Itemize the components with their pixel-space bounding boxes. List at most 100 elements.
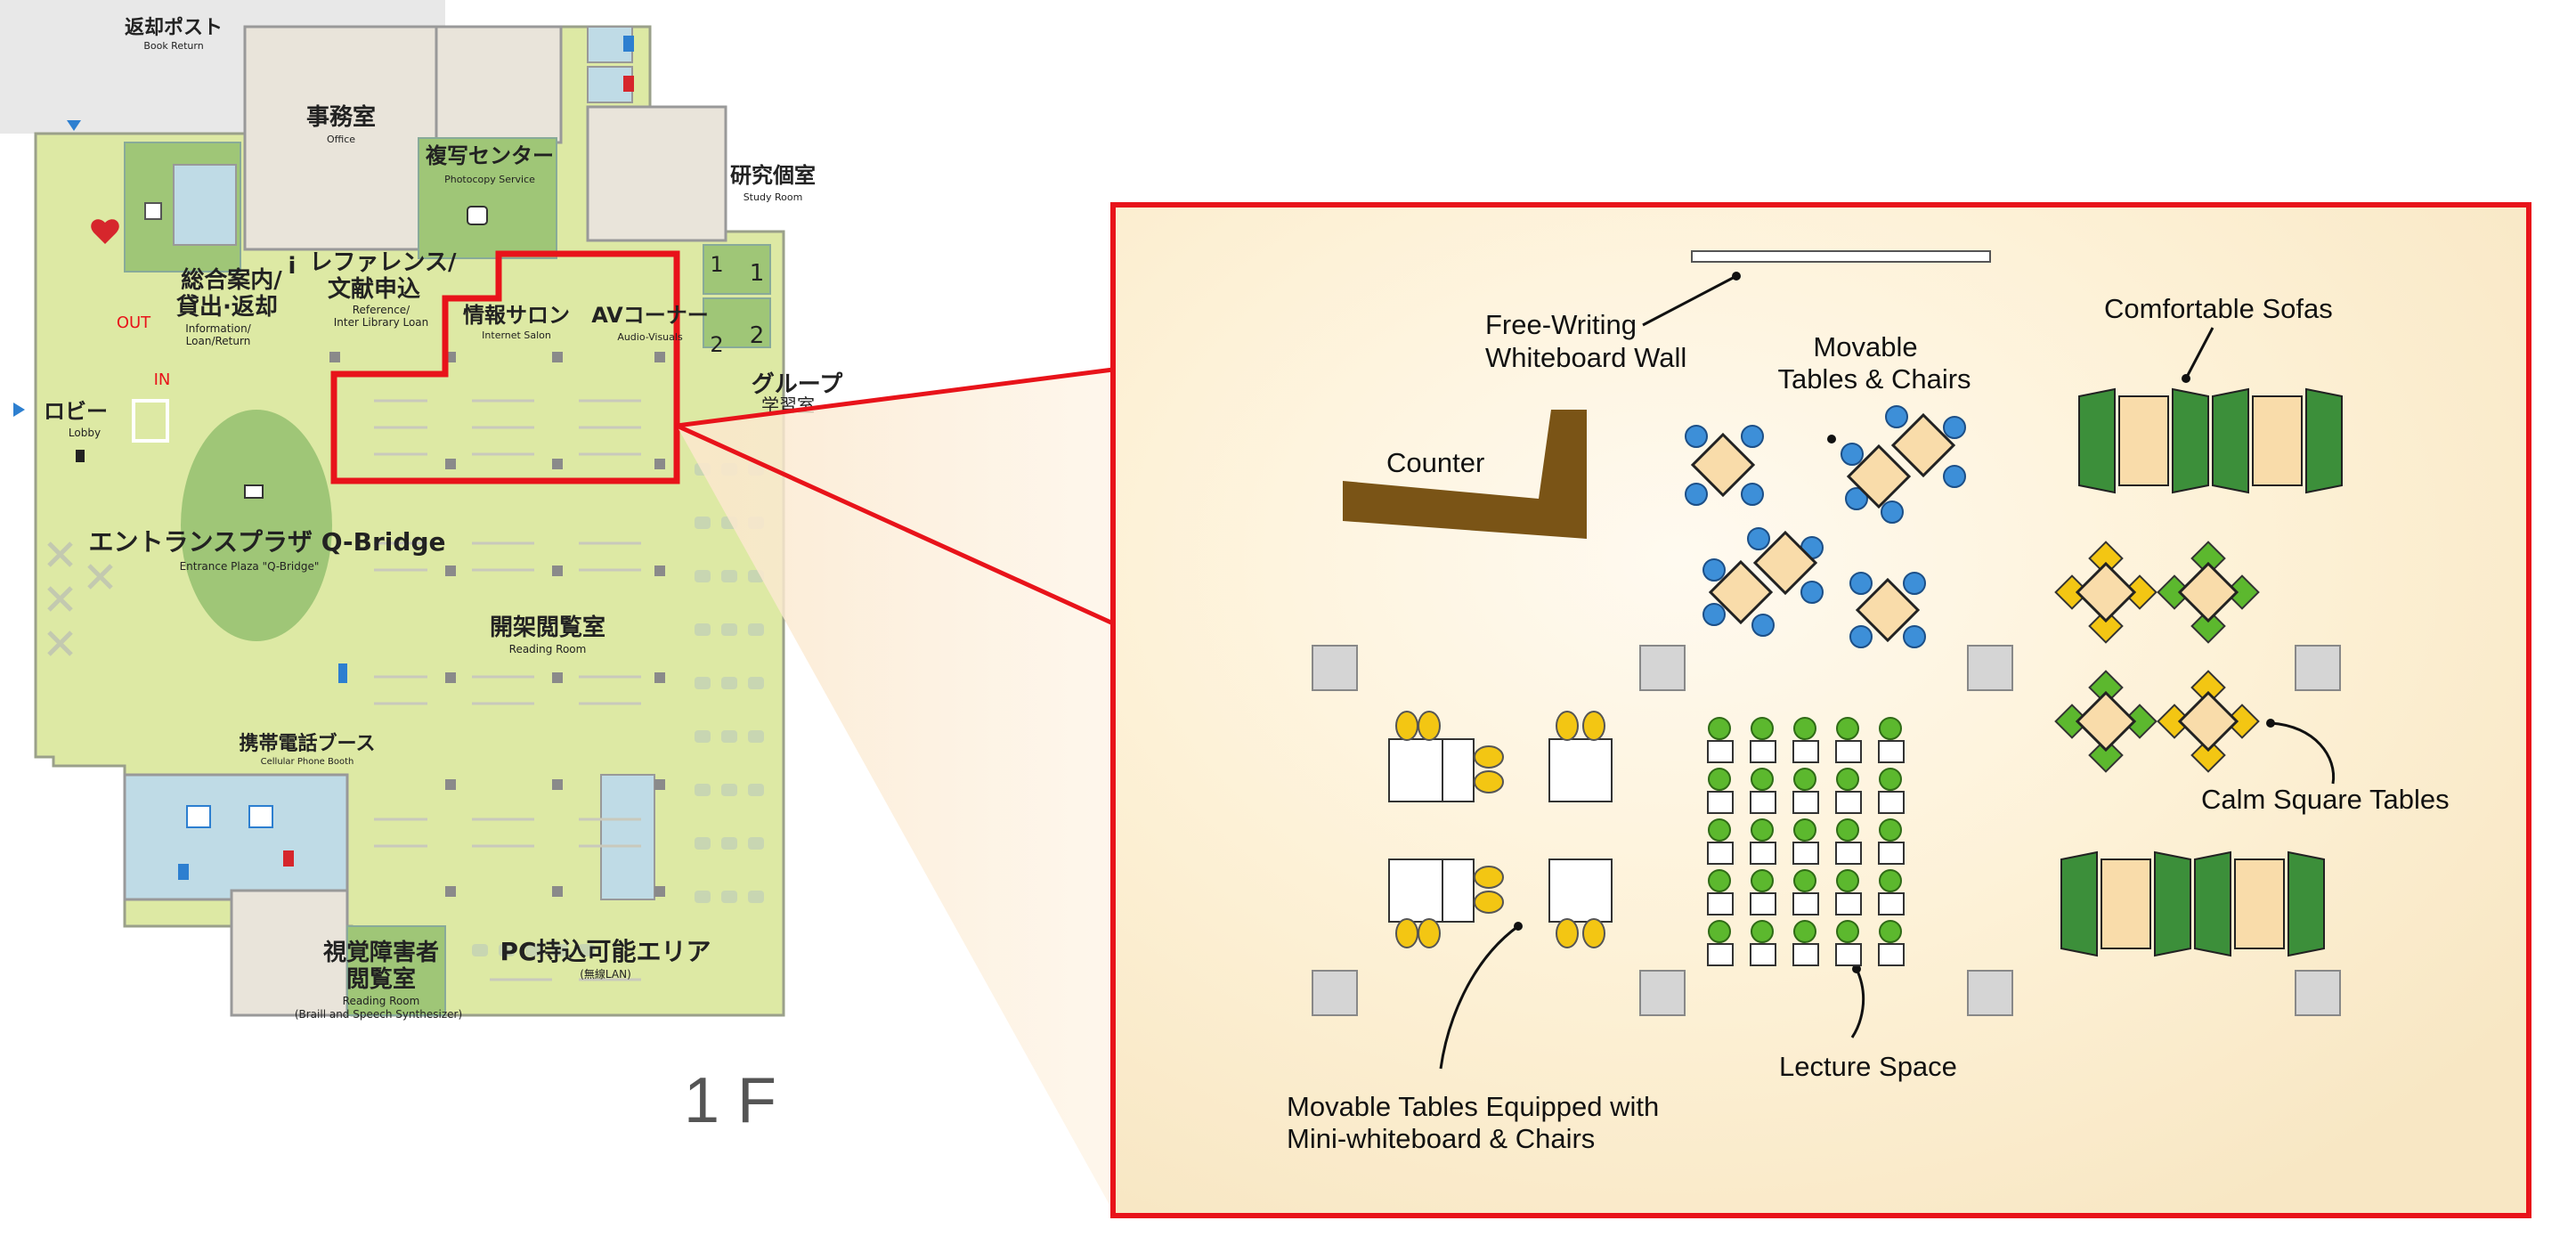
study-room-2: [703, 297, 771, 348]
restroom-female-icon-lower: [283, 850, 294, 867]
mini-desk-2-desk-a: [1388, 858, 1443, 923]
calm-table-3-table: [2075, 690, 2137, 753]
lecture-desk-1-4: [1878, 791, 1905, 814]
blue-chair-1-2: [1943, 416, 1966, 439]
study-room-label: 研究個室: [730, 163, 816, 188]
calm-table-2-table: [2177, 561, 2239, 623]
mini-chair-3a: [1556, 711, 1579, 741]
blue-chair-3-2: [1849, 625, 1873, 648]
lecture-seat-4-0: [1708, 920, 1731, 943]
lecture-seat-2-4: [1879, 818, 1902, 842]
study-room-1: [703, 244, 771, 295]
lecture-desk-0-2: [1792, 740, 1819, 763]
pc-area-en: (無線LAN): [580, 967, 631, 981]
lecture-desk-3-0: [1707, 892, 1734, 915]
lecture-seat-2-1: [1751, 818, 1774, 842]
sofa-set-top-sofa-b: [2172, 387, 2209, 494]
info-icon: i: [288, 253, 297, 280]
entrance-arrow-icon: [67, 120, 81, 131]
calm-table-3-chair-2: [2088, 737, 2124, 773]
lecture-desk-2-0: [1707, 842, 1734, 865]
mini-chair-1b: [1418, 711, 1441, 741]
sofa-set-top-sofa-c: [2212, 387, 2249, 494]
blue-chair-2-0: [1702, 558, 1726, 582]
lecture-desk-4-1: [1750, 943, 1776, 966]
calm-table-4-chair-0: [2190, 670, 2226, 705]
counter-label: Counter: [1386, 447, 1484, 478]
highlight-outline: [330, 250, 680, 484]
lecture-desk-2-2: [1792, 842, 1819, 865]
lecture-desk-3-1: [1750, 892, 1776, 915]
calm-table-2-chair-2: [2190, 608, 2226, 644]
lecture-pointer: [1850, 968, 1865, 1038]
lecture-seat-2-0: [1708, 818, 1731, 842]
lecture-seat-0-4: [1879, 717, 1902, 740]
entrance-label: エントランスプラザ Q-Bridge: [89, 527, 446, 557]
whiteboard-pointer: [1642, 274, 1737, 327]
lecture-desk-0-3: [1835, 740, 1862, 763]
sofa-set-top-sofa-a: [2078, 387, 2116, 494]
study-num-2b: 2: [750, 322, 765, 349]
movable-pointer-dot: [1827, 435, 1836, 443]
sofa-set-top-table-a: [2118, 395, 2169, 486]
lecture-desk-3-2: [1792, 892, 1819, 915]
calm-pointer-dot: [2266, 719, 2275, 728]
photocopy-label: 複写センター: [426, 143, 554, 168]
movable-label-2: Tables & Chairs: [1777, 363, 1971, 395]
lecture-desk-4-0: [1707, 943, 1734, 966]
lecture-desk-0-0: [1707, 740, 1734, 763]
movable-table-2-0: [1708, 559, 1774, 625]
whiteboard-pointer-dot: [1732, 272, 1741, 281]
blue-chair-0-2: [1685, 483, 1708, 506]
mini-desk-1-desk-b: [1442, 738, 1475, 802]
braille-en-1: Reading Room: [343, 995, 420, 1007]
lecture-desk-1-2: [1792, 791, 1819, 814]
lecture-seat-4-4: [1879, 920, 1902, 943]
lecture-desk-2-3: [1835, 842, 1862, 865]
office-room: [243, 25, 438, 251]
sofa-set-bottom-sofa-a: [2060, 850, 2098, 957]
lecture-desk-3-3: [1835, 892, 1862, 915]
lecture-desk-2-4: [1878, 842, 1905, 865]
restroom-female-icon: [623, 76, 634, 92]
mini-desk-1-desk-a: [1388, 738, 1443, 802]
lobby-arrow-icon: [13, 403, 25, 417]
in-marker: IN: [154, 370, 171, 389]
lecture-seat-0-2: [1793, 717, 1816, 740]
restroom-male-icon-lower: [178, 864, 189, 880]
blue-chair-1-3: [1943, 465, 1966, 488]
mini-pointer: [1439, 924, 1519, 1070]
lecture-label: Lecture Space: [1779, 1051, 1957, 1082]
lecture-seat-1-4: [1879, 768, 1902, 791]
pillars: [329, 352, 665, 897]
blue-chair-1-0: [1841, 443, 1864, 466]
detail-panel: Free-Writing Whiteboard Wall Movable Tab…: [1110, 202, 2531, 1218]
lecture-seat-3-4: [1879, 869, 1902, 892]
lecture-seat-1-2: [1793, 768, 1816, 791]
calm-table-1-chair-3: [2054, 574, 2090, 610]
restroom-icon: [623, 36, 634, 52]
study-num-1a: 1: [710, 252, 723, 277]
braille-room-wall: [230, 889, 349, 1017]
info-en-1: Information/: [185, 322, 251, 335]
zoom-connector-fill: [677, 370, 1113, 1211]
braille-en-2: (Braill and Speech Synthesizer): [295, 1008, 462, 1021]
lecture-seat-3-3: [1836, 869, 1859, 892]
blue-chair-1-1: [1885, 405, 1908, 428]
blue-chair-1-5: [1845, 487, 1868, 510]
sofa-set-bottom-table-b: [2234, 858, 2285, 949]
calm-table-1-chair-0: [2088, 541, 2124, 576]
lecture-seat-1-0: [1708, 768, 1731, 791]
restroom-block: [123, 773, 349, 901]
entrance-en: Entrance Plaza "Q-Bridge": [180, 560, 320, 573]
blue-chair-1-4: [1881, 500, 1904, 524]
whiteboard-label-2: Whiteboard Wall: [1485, 342, 1686, 373]
lecture-desk-1-0: [1707, 791, 1734, 814]
lecture-seat-4-1: [1751, 920, 1774, 943]
reference-label-2: 文献申込: [328, 275, 420, 303]
mini-chair-2b: [1418, 918, 1441, 948]
braille-label-2: 閲覧室: [346, 965, 416, 993]
lecture-seat-2-3: [1836, 818, 1859, 842]
book-return-label: 返却ポスト: [125, 16, 223, 39]
movable-table-1-1: [1890, 412, 1956, 478]
